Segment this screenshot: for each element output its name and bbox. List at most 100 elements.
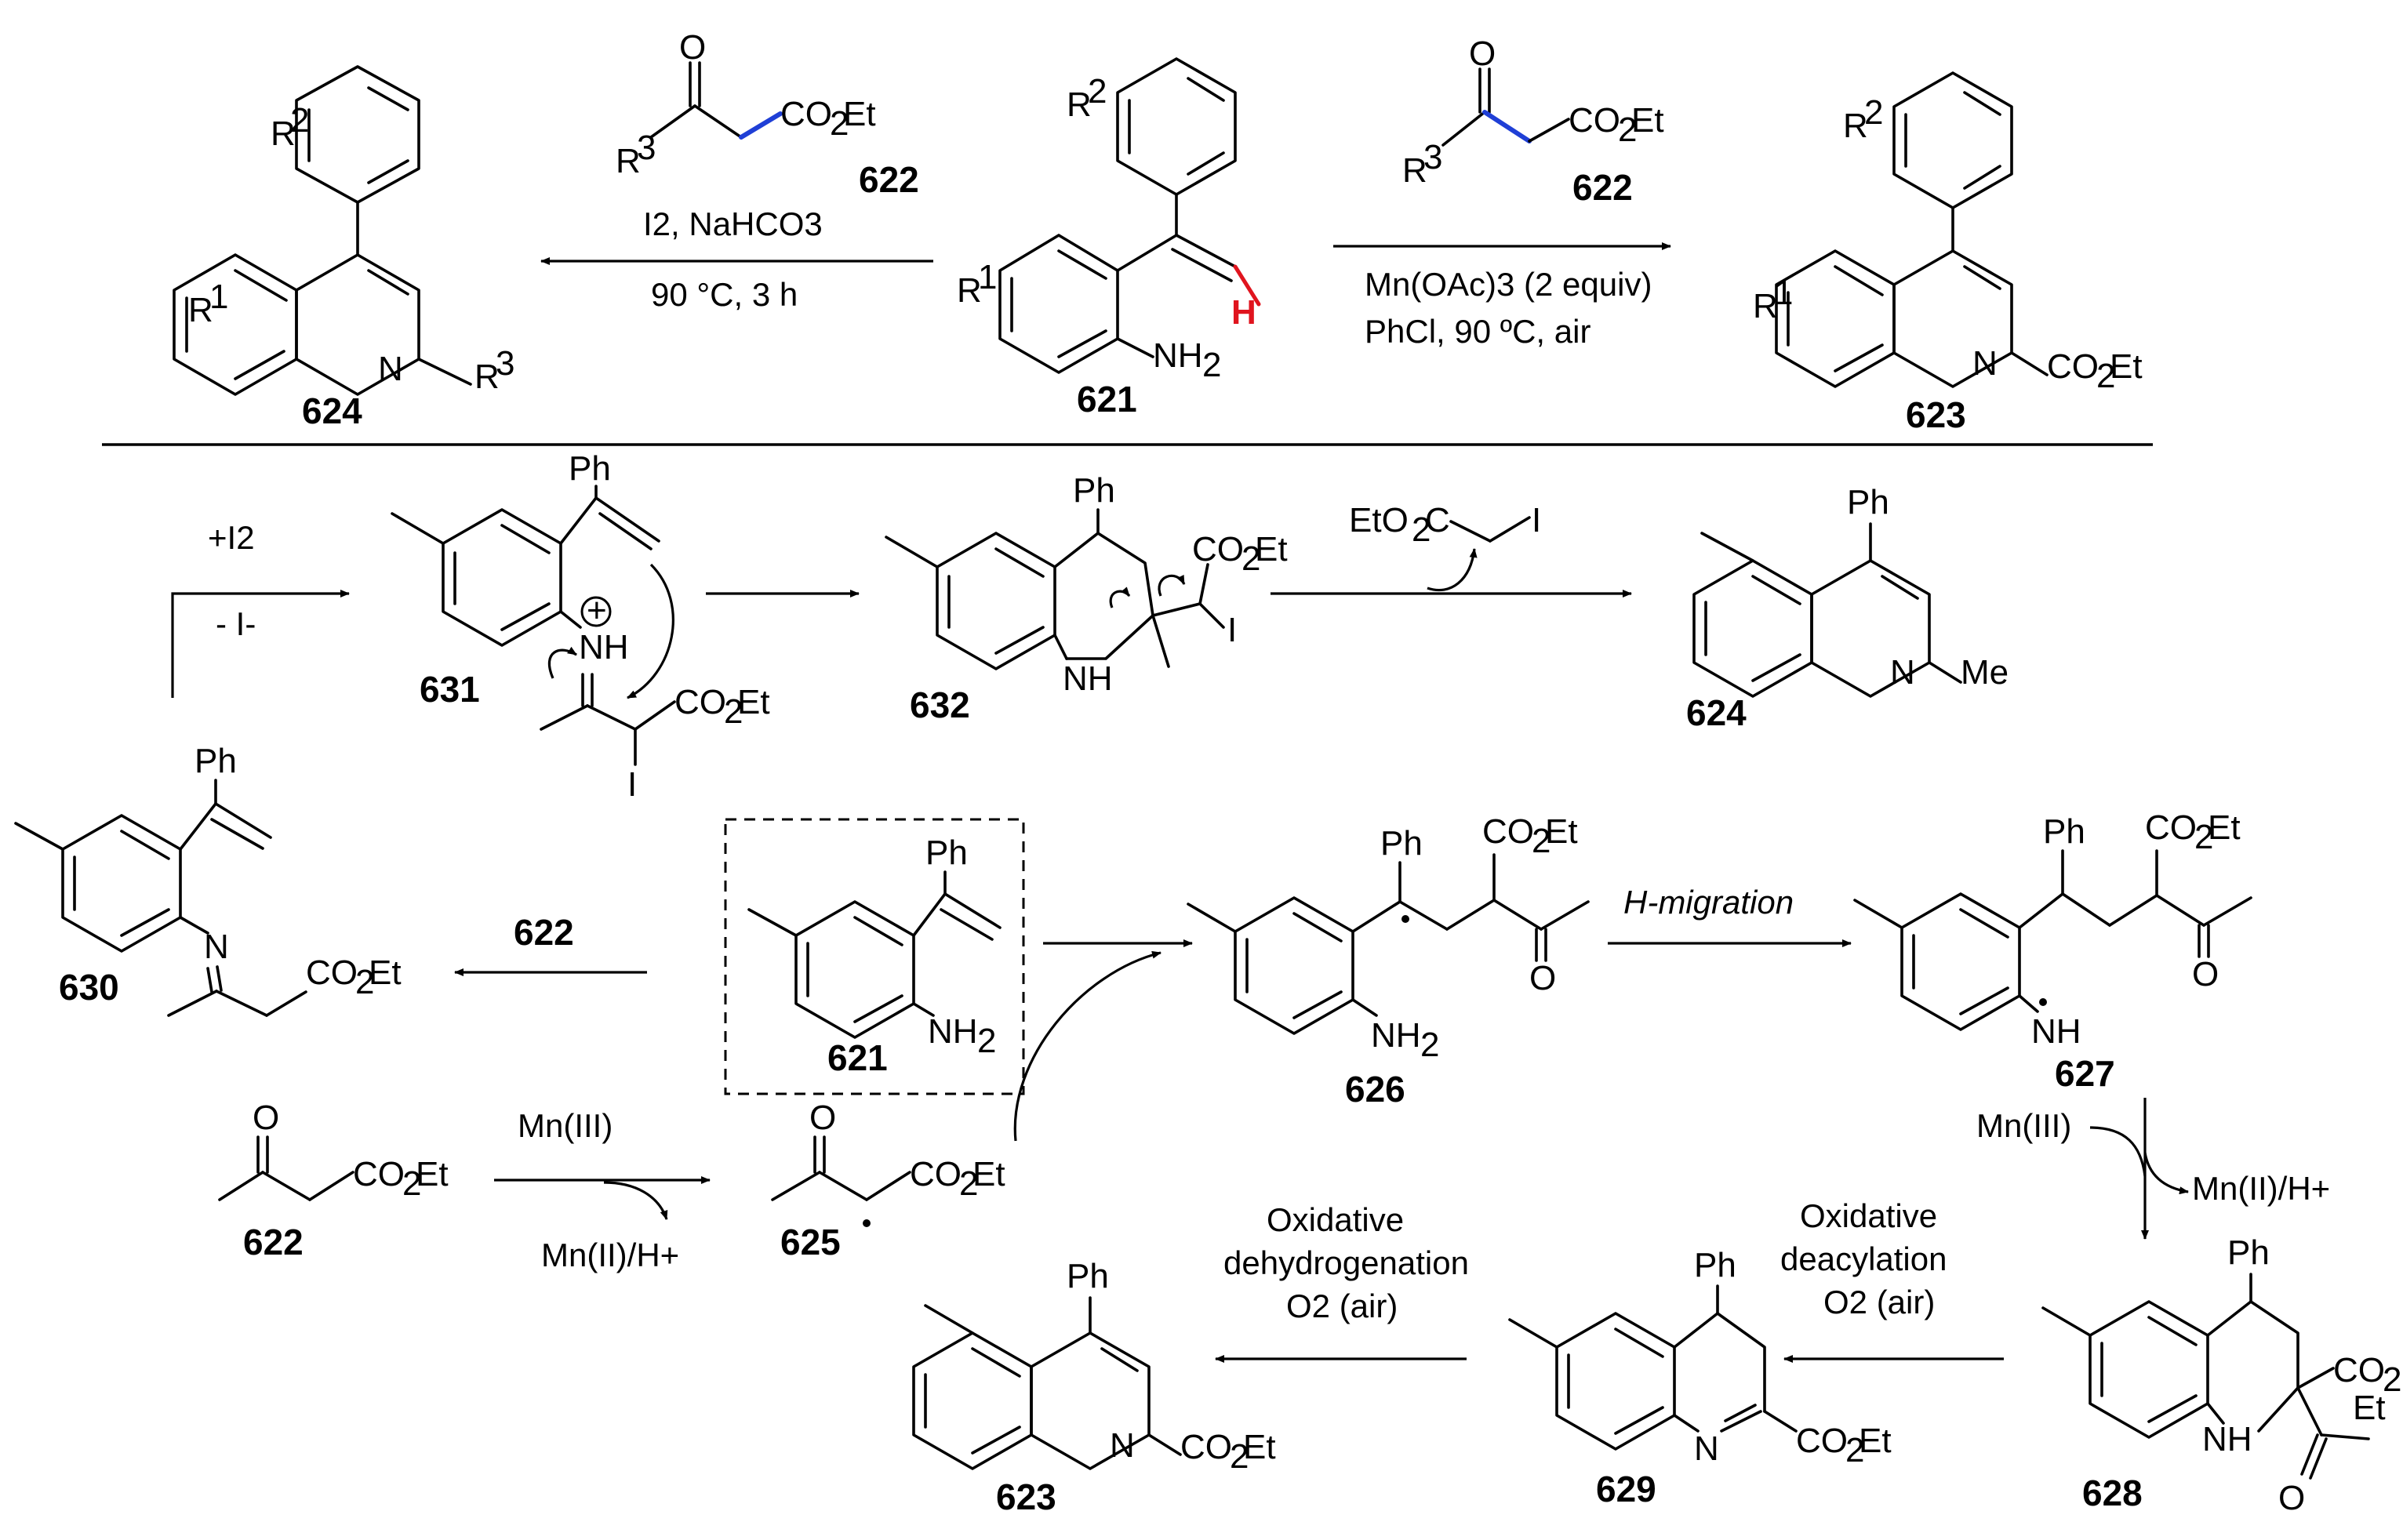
svg-text:Ph: Ph	[1067, 1257, 1109, 1295]
svg-text:Et: Et	[2208, 808, 2241, 847]
svg-text:NH: NH	[1063, 659, 1113, 698]
label-mn3-right: Mn(III)	[1976, 1107, 2071, 1144]
svg-text:CO: CO	[674, 683, 726, 721]
label-arrow-622: 622	[514, 912, 574, 953]
svg-text:Et: Et	[1631, 101, 1664, 140]
svg-text:Et: Et	[416, 1155, 449, 1193]
label-626: 626	[1345, 1069, 1405, 1110]
svg-text:R: R	[957, 271, 982, 310]
label-627: 627	[2055, 1053, 2115, 1094]
svg-text:Et: Et	[1255, 530, 1288, 568]
label-621-top: 621	[1077, 379, 1137, 420]
arrow-radical-addition	[1013, 950, 1162, 1142]
svg-text:NH: NH	[1371, 1016, 1421, 1055]
svg-text:Ph: Ph	[2043, 812, 2085, 851]
structure-624-top: R2 R1 N R3 624	[173, 65, 514, 431]
svg-text:N: N	[1694, 1429, 1719, 1468]
svg-text:2: 2	[1864, 93, 1883, 132]
label-dehydro-2: dehydrogenation	[1223, 1244, 1469, 1281]
label-mn2-left: Mn(II)/H+	[541, 1237, 679, 1273]
label-629: 629	[1596, 1469, 1656, 1509]
cond-phcl-air: PhCl, 90 ºC, air	[1365, 313, 1590, 350]
label-631: 631	[420, 669, 480, 710]
svg-text:H: H	[1231, 293, 1256, 332]
label-622-left: 622	[859, 159, 919, 200]
svg-text:I: I	[1227, 611, 1237, 649]
svg-text:1: 1	[978, 258, 997, 296]
box-621	[724, 818, 1025, 1095]
svg-text:Ph: Ph	[2227, 1233, 2270, 1272]
svg-text:I: I	[627, 765, 637, 804]
svg-text:Et: Et	[369, 953, 402, 992]
svg-text:O: O	[809, 1099, 836, 1137]
svg-text:Ph: Ph	[569, 449, 611, 488]
svg-text:O: O	[1529, 959, 1556, 997]
svg-text:2: 2	[724, 692, 743, 731]
label-624: 624	[302, 390, 362, 431]
svg-text:2: 2	[1845, 1431, 1864, 1469]
structure-628: Ph NH CO2 Et O 628	[2041, 1233, 2401, 1517]
cond-90c-3h: 90 °C, 3 h	[651, 276, 798, 313]
cond-i2-nahco3: I2, NaHCO3	[643, 205, 823, 242]
svg-text:R: R	[1402, 151, 1427, 190]
label-625: 625	[780, 1222, 841, 1262]
svg-text:NH: NH	[2202, 1420, 2252, 1458]
svg-text:CO: CO	[2047, 347, 2099, 386]
svg-text:2: 2	[1412, 510, 1431, 549]
svg-text:Et: Et	[2110, 347, 2143, 386]
label-deacylation-1: Oxidative	[1800, 1197, 1937, 1234]
label-deacylation-3: O2 (air)	[1823, 1284, 1935, 1320]
svg-text:R: R	[1753, 287, 1778, 325]
svg-text:Et: Et	[972, 1155, 1005, 1193]
label-dehydro-1: Oxidative	[1267, 1201, 1404, 1238]
label-h-migration: H-migration	[1623, 884, 1794, 921]
label-622-right: 622	[1572, 167, 1633, 208]
svg-text:3: 3	[1423, 138, 1442, 176]
svg-text:2: 2	[1532, 822, 1550, 860]
svg-text:N: N	[378, 350, 403, 388]
svg-text:CO: CO	[1180, 1428, 1232, 1466]
svg-text:N: N	[1972, 344, 1998, 383]
label-624-mid: 624	[1686, 692, 1747, 733]
svg-text:C: C	[1425, 501, 1450, 539]
svg-text:O: O	[253, 1099, 279, 1137]
svg-text:O: O	[2192, 955, 2219, 993]
svg-text:R: R	[474, 358, 500, 396]
label-minus-i: - I-	[216, 605, 256, 642]
svg-text:R: R	[1843, 107, 1868, 145]
svg-text:R: R	[1067, 85, 1092, 124]
svg-text:R: R	[188, 291, 213, 329]
svg-text:NH: NH	[2031, 1012, 2081, 1051]
svg-text:N: N	[1890, 653, 1915, 692]
svg-text:2: 2	[959, 1164, 978, 1203]
svg-text:Et: Et	[1859, 1422, 1892, 1460]
label-623-bottom: 623	[996, 1476, 1056, 1517]
label-plus-i2: +I2	[208, 519, 255, 556]
svg-text:2: 2	[1241, 539, 1260, 578]
svg-text:2: 2	[830, 104, 849, 143]
svg-text:Ph: Ph	[1073, 471, 1115, 510]
svg-text:Ph: Ph	[1380, 824, 1423, 863]
svg-text:N: N	[204, 928, 229, 966]
svg-text:Et: Et	[737, 683, 770, 721]
svg-text:I: I	[1532, 501, 1541, 539]
svg-text:Et: Et	[1243, 1428, 1276, 1466]
svg-text:CO: CO	[1482, 812, 1534, 851]
svg-text:2: 2	[977, 1022, 996, 1060]
svg-text:O: O	[2278, 1479, 2305, 1517]
svg-text:2: 2	[1420, 1026, 1439, 1064]
label-deacylation-2: deacylation	[1780, 1240, 1947, 1277]
label-623-top: 623	[1906, 394, 1966, 435]
svg-text:2: 2	[2096, 357, 2115, 395]
cond-mnoac3: Mn(OAc)3 (2 equiv)	[1365, 266, 1652, 303]
svg-text:2: 2	[355, 963, 374, 1001]
svg-text:O: O	[1469, 35, 1496, 73]
svg-text:NH: NH	[579, 628, 629, 666]
